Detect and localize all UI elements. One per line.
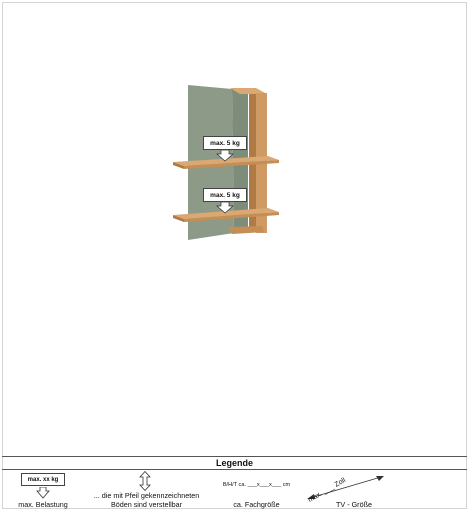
legend-item-compartment-size: B/H/T ca. ___x___x___ cm ca. Fachgröße [209,470,304,510]
lower-shelf-top [173,208,279,219]
legend: Legende max. xx kg max. Belastung ... di… [2,456,467,509]
arrow-down-icon [36,487,50,499]
legend-caption-compartment-size: ca. Fachgröße [233,500,280,509]
load-label-upper: max. 5 kg [203,136,247,150]
dimensions-sample: B/H/T ca. ___x___x___ cm [222,482,291,488]
load-sample-box: max. xx kg [21,473,65,486]
legend-caption-adjustable-1: ... die mit Pfeil gekennzeichneten [93,491,200,500]
legend-caption-max-load: max. Belastung [18,500,68,509]
diagonal-double-arrow-icon [307,476,384,499]
sheet-border [2,2,467,509]
shelf-illustration [173,85,279,240]
arrow-down-icon [216,201,234,214]
load-label-lower: max. 5 kg [203,188,247,202]
upper-shelf-top [173,156,279,166]
legend-item-max-load: max. xx kg max. Belastung [2,470,84,510]
lower-shelf-front [173,215,184,222]
legend-title: Legende [2,457,467,470]
double-arrow-vertical-icon [139,471,151,491]
upper-shelf-front [173,162,184,169]
wooden-upright-top [230,88,267,94]
legend-caption-adjustable-2: Böden sind verstellbar [110,500,183,509]
lower-shelf-edge [184,212,279,222]
legend-item-tv-size: max. ___ Zoll TV - Größe [304,470,404,510]
upper-shelf-edge [184,160,279,169]
legend-caption-tv-size: TV - Größe [336,500,372,509]
legend-item-adjustable: ... die mit Pfeil gekennzeichneten Böden… [84,470,209,510]
wooden-foot [228,226,264,234]
arrow-down-icon [216,149,234,162]
